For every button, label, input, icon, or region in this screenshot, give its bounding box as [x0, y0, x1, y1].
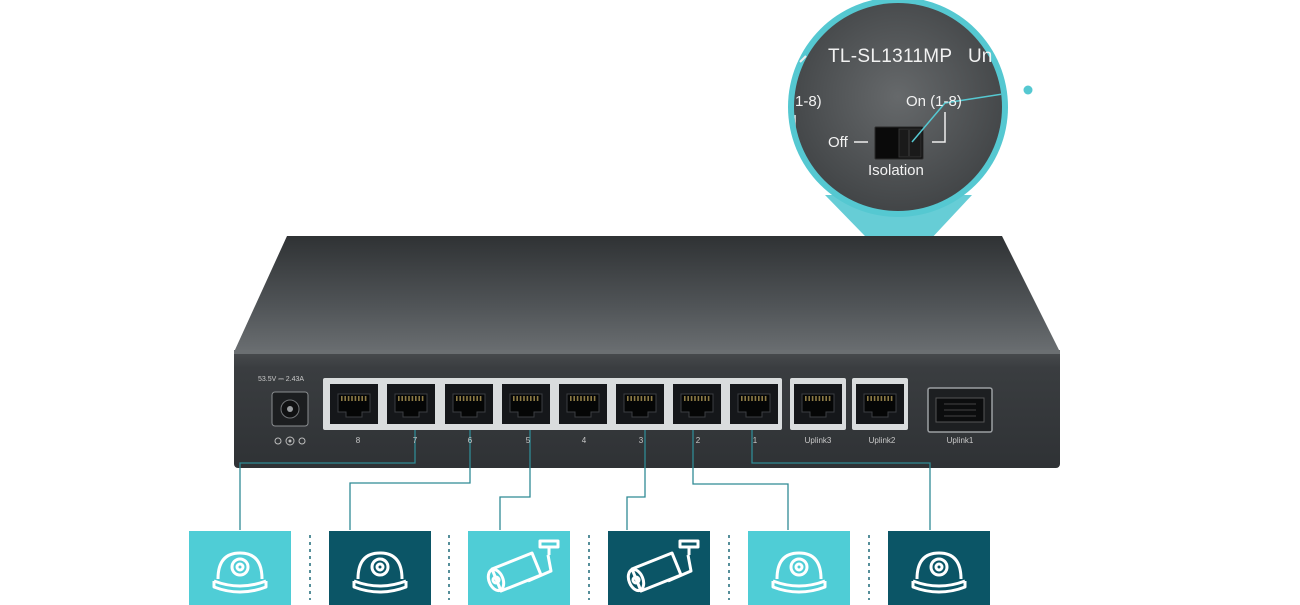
- port-label: 3: [638, 436, 644, 445]
- camera-tile-2: [329, 531, 431, 605]
- dome-camera-icon: [329, 531, 431, 605]
- port-label: 5: [525, 436, 531, 445]
- poe-port-3: [616, 384, 664, 424]
- isolation-off-label: Off: [828, 134, 848, 151]
- poe-port-4: [559, 384, 607, 424]
- port-label: 4: [581, 436, 587, 445]
- bullet-camera-icon: [608, 531, 710, 605]
- power-jack: [271, 391, 309, 427]
- callout-dot: [1023, 85, 1033, 95]
- camera-tile-6: [888, 531, 990, 605]
- model-name: TL-SL1311MP: [828, 46, 953, 67]
- port-label: 2: [695, 436, 701, 445]
- polarity-icon: [274, 436, 306, 446]
- dome-camera-icon: [888, 531, 990, 605]
- poe-port-8: [330, 384, 378, 424]
- port-label: 6: [467, 436, 473, 445]
- camera-tile-1: [189, 531, 291, 605]
- port-label: Uplink3: [804, 436, 832, 445]
- uplink3-port: [794, 384, 842, 424]
- bullet-camera-icon: [468, 531, 570, 605]
- port-label: 1: [752, 436, 758, 445]
- left-range-label: 1-8): [795, 93, 822, 110]
- dome-camera-icon: [189, 531, 291, 605]
- dome-camera-icon: [748, 531, 850, 605]
- uplink2-port: [856, 384, 904, 424]
- connection-lines: [239, 430, 931, 530]
- poe-port-1: [730, 384, 778, 424]
- port-label: 8: [355, 436, 361, 445]
- isolation-switch-zoom: [788, 0, 1033, 217]
- sfp-port: [927, 387, 993, 433]
- poe-port-6: [445, 384, 493, 424]
- port-label: Uplink1: [946, 436, 974, 445]
- poe-port-5: [502, 384, 550, 424]
- camera-tile-3: [468, 531, 570, 605]
- camera-tile-5: [748, 531, 850, 605]
- zoom-callout-pointer: [825, 195, 972, 272]
- poe-port-block: [323, 378, 782, 430]
- isolation-label: Isolation: [868, 162, 924, 179]
- model-name-suffix: Un: [968, 46, 993, 67]
- poe-port-7: [387, 384, 435, 424]
- isolation-on-label: On (1-8): [906, 93, 962, 110]
- callout-line: [911, 89, 1002, 143]
- camera-tile-4: [608, 531, 710, 605]
- port-label: 7: [412, 436, 418, 445]
- power-rating-label: 53.5V ⎓ 2.43A: [258, 376, 305, 383]
- poe-port-2: [673, 384, 721, 424]
- switch-top-panel: [234, 236, 1060, 352]
- port-label: Uplink2: [868, 436, 896, 445]
